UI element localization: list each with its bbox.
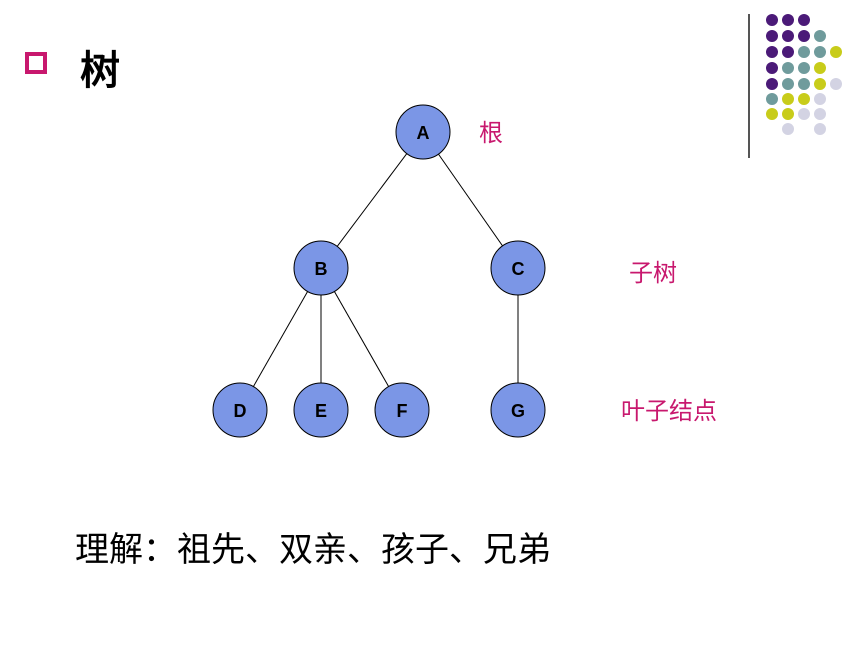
decorative-dot [782, 30, 794, 42]
node-label: C [512, 259, 525, 279]
node-circle [395, 104, 451, 160]
slide-title: 树 [80, 48, 120, 94]
decorative-dot [782, 14, 794, 26]
decorative-dot [830, 78, 842, 90]
decorative-dot [798, 46, 810, 58]
root-label: 根 [479, 119, 503, 147]
edge-A-C [422, 131, 519, 269]
decorative-dot [766, 78, 778, 90]
node-label: G [511, 401, 525, 421]
node-circle [374, 382, 430, 438]
decorative-dot [798, 93, 810, 105]
leaf-node-label: 叶子结点 [621, 397, 717, 425]
decorative-dot [814, 30, 826, 42]
node-circle [490, 382, 546, 438]
decorative-dot [766, 14, 778, 26]
decorative-dot [782, 78, 794, 90]
node-circle [293, 382, 349, 438]
decorative-divider-line [748, 14, 750, 158]
decorative-dot [766, 93, 778, 105]
decorative-dot [782, 108, 794, 120]
node-label: D [234, 401, 247, 421]
decorative-dot [798, 62, 810, 74]
decorative-dot [782, 46, 794, 58]
decorative-dot-grid [766, 14, 842, 135]
decorative-dot [782, 93, 794, 105]
node-label: F [397, 401, 408, 421]
decorative-dot [814, 108, 826, 120]
decorative-dot [782, 62, 794, 74]
node-circle [212, 382, 268, 438]
slide-caption: 理解：祖先、双亲、孩子、兄弟 [75, 530, 551, 570]
decorative-dot [814, 78, 826, 90]
decorative-dot [798, 14, 810, 26]
tree-node-E: E [293, 382, 349, 438]
node-label: A [417, 123, 430, 143]
tree-node-C: C [490, 240, 546, 296]
tree-node-F: F [374, 382, 430, 438]
decorative-dot [798, 30, 810, 42]
tree-node-G: G [490, 382, 546, 438]
node-label: E [315, 401, 327, 421]
tree-node-A: A [395, 104, 451, 160]
decorative-dot [814, 62, 826, 74]
decorative-dot [830, 46, 842, 58]
decorative-dot [814, 93, 826, 105]
decorative-dot [766, 30, 778, 42]
title-bullet-square-icon [25, 52, 47, 74]
decorative-dot [798, 108, 810, 120]
node-circle [293, 240, 349, 296]
decorative-dot [798, 78, 810, 90]
subtree-label: 子树 [629, 259, 677, 287]
decorative-dot [814, 123, 826, 135]
decorative-dot [782, 123, 794, 135]
tree-node-B: B [293, 240, 349, 296]
decorative-dot [814, 46, 826, 58]
node-label: B [315, 259, 328, 279]
node-circle [490, 240, 546, 296]
decorative-dot [766, 46, 778, 58]
tree-node-D: D [212, 382, 268, 438]
edge-A-B [320, 131, 424, 269]
decorative-dot [766, 62, 778, 74]
decorative-dot [766, 108, 778, 120]
